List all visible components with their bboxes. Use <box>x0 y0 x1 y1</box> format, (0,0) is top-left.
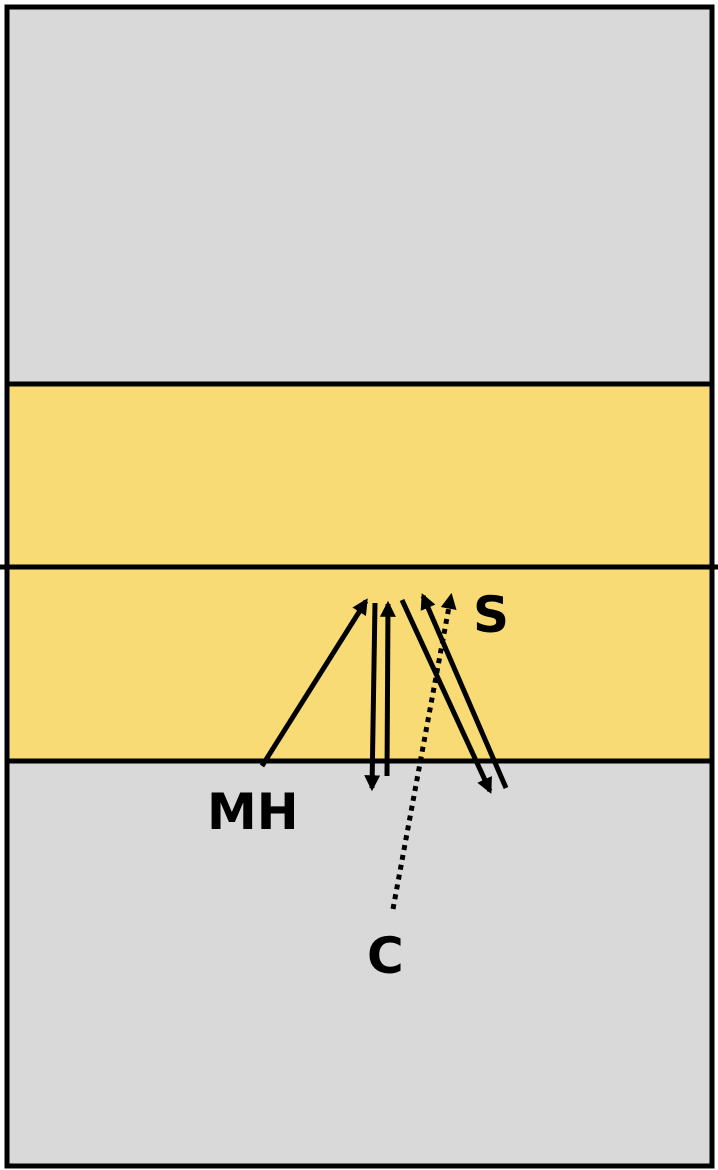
c-dotted-path-arrow <box>390 592 457 910</box>
mh-approach-arrow <box>259 598 369 768</box>
back-court-bottom <box>7 761 712 1166</box>
player-label-mh: MH <box>207 783 299 841</box>
front-zone-bottom <box>7 567 712 761</box>
pair-1-down-arrow <box>364 602 381 792</box>
pair-1-up-arrow <box>379 600 396 777</box>
front-zone-top <box>7 384 712 567</box>
pair-2-up-arrow <box>420 593 509 789</box>
player-label-s: S <box>473 586 509 644</box>
player-label-c: C <box>367 927 404 985</box>
court-boundary <box>4 4 715 1169</box>
pair-2-down-arrow <box>399 598 493 794</box>
back-court-top <box>7 7 712 384</box>
